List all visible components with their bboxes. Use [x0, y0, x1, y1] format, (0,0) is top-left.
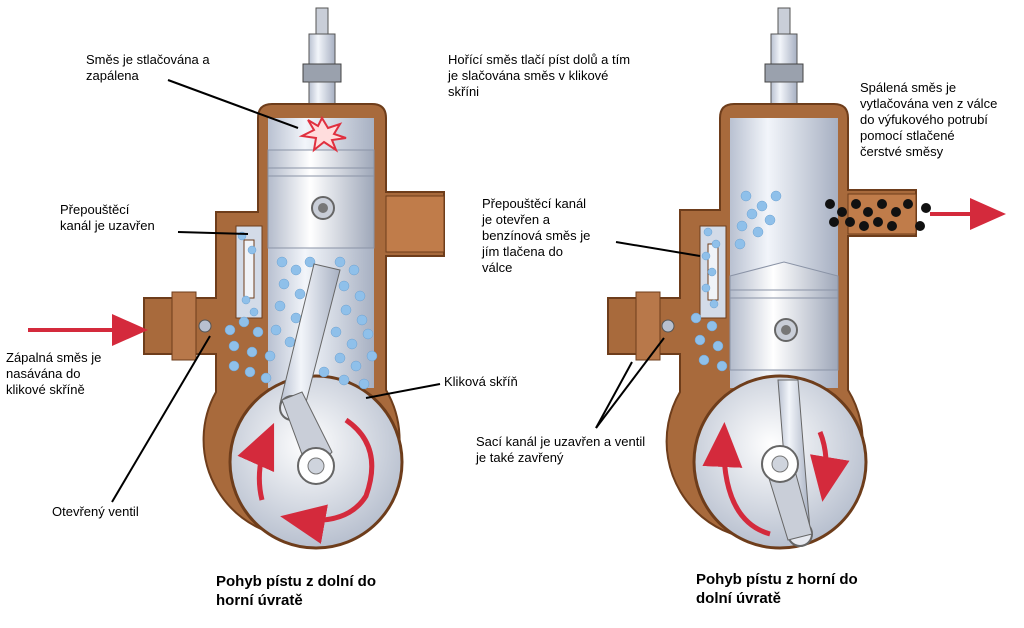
- right-intake-valve: [661, 319, 675, 333]
- caption-right: Pohyb pístu z horní do dolní úvratě: [696, 571, 858, 607]
- left-leader-lines: [111, 79, 441, 503]
- left-exhaust-port: [385, 195, 445, 253]
- label-intake-mix: Zápalná směs je nasávána do klikové skří…: [6, 350, 102, 397]
- left-piston: [267, 149, 375, 249]
- left-spark-plug: [302, 7, 342, 109]
- right-fuel-mixture: [690, 190, 782, 372]
- caption-left: Pohyb pístu z dolní do horní úvratě: [216, 573, 376, 609]
- label-intake-closed: Sací kanál je uzavřen a ventil je také z…: [476, 434, 646, 465]
- left-ignition-spark: [298, 115, 347, 153]
- right-engine: [607, 7, 1006, 550]
- right-spark-plug: [764, 7, 804, 109]
- left-rotation-arrow-1: [237, 422, 275, 501]
- left-engine: [28, 7, 445, 550]
- left-intake-valve: [198, 319, 212, 333]
- right-rotation-arrow-1: [702, 422, 771, 537]
- label-crankcase: Kliková skříň: [444, 374, 518, 389]
- label-compress-ignite: Směs je stlačována a zapálena: [86, 52, 210, 83]
- left-rotation-arrow-2: [280, 417, 375, 544]
- label-transfer-open: Přepouštěcí kanál je otevřen a benzínová…: [482, 196, 591, 275]
- right-piston: [729, 261, 839, 371]
- label-burnt-mix: Spálená směs je vytlačována ven z válce …: [860, 80, 998, 159]
- label-transfer-closed: Přepouštěcí kanál je uzavřen: [60, 202, 155, 233]
- left-intake-flange: [171, 291, 197, 361]
- right-leader-lines: [595, 241, 701, 429]
- label-burning-mix: Hořící směs tlačí píst dolů a tím je sla…: [448, 52, 631, 99]
- label-open-valve: Otevřený ventil: [52, 504, 139, 519]
- right-burnt-gas: [825, 199, 931, 231]
- right-rotation-arrow-2: [810, 431, 850, 502]
- right-intake-flange: [635, 291, 661, 361]
